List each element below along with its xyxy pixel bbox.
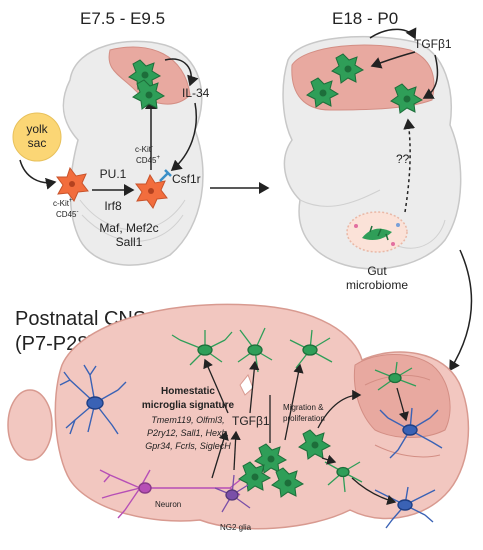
gut-label: Gut [367, 264, 387, 278]
amoeboid-microglia-2 [298, 429, 332, 460]
ckit-neg-label: c-Kit- [135, 144, 153, 154]
green-microglia-right-bottom [324, 461, 363, 493]
sall1-label: Sall1 [116, 235, 143, 249]
il34-loop-arrow [164, 58, 199, 87]
ng2-glia-cell [214, 474, 251, 513]
postnatal-brain [7, 303, 470, 530]
signature-title-1: Homestatic [161, 386, 215, 397]
green-to-blue-arrow-2 [351, 477, 397, 506]
svg-text:yolk: yolk [26, 122, 48, 136]
microglia-late-3 [390, 83, 424, 114]
amoeboid-microglia-4 [238, 461, 272, 492]
signature-title-2: microglia signature [142, 400, 235, 411]
svg-text:sac: sac [28, 136, 47, 150]
il34-label: IL-34 [182, 86, 210, 100]
amoeboid-to-right-arrow [317, 389, 362, 429]
il34-to-csf1r-arrow [170, 102, 197, 171]
yolk-sac: yolk sac [12, 112, 62, 162]
maf-mef2c-label: Maf, Mef2c [99, 221, 158, 235]
migration-label-2: proliferation [283, 414, 325, 423]
microbiome-label: microbiome [346, 278, 408, 292]
tgfb-to-cell-arrow-a [370, 51, 416, 69]
irf8-label: Irf8 [104, 199, 122, 213]
signature-genes-1: Tmem119, Olfml3, [151, 415, 224, 425]
tgfb-late-label: TGFβ1 [414, 37, 452, 51]
neuron-label: Neuron [155, 500, 181, 509]
microglia-late-2 [306, 77, 340, 108]
csf1r-label: Csf1r [172, 172, 201, 186]
ckit-pos-label: c-Kit+ [53, 198, 73, 208]
early-embryo [62, 40, 204, 266]
amoeboid-microglia-3 [271, 467, 305, 498]
ramified-microglia-right-top [379, 407, 443, 459]
ng2-to-tgfb-arrow [230, 430, 241, 471]
green-microglia-top-2 [237, 327, 273, 373]
signature-genes-2: P2ry12, Sall1, Hexb, [147, 428, 229, 438]
signature-genes-3: Gpr34, Fcrls, SiglecH [145, 441, 231, 451]
tgfb-loop-arrow [369, 27, 417, 40]
ramified-microglia-left [59, 364, 127, 435]
early-stage-title: E7.5 - E9.5 [80, 9, 165, 28]
ng2-label: NG2 glia [220, 523, 252, 532]
microglia-early-2 [132, 79, 166, 110]
green-microglia-top-1 [171, 330, 233, 366]
green-to-blue-arrow-1 [396, 387, 409, 422]
tgfb-to-cell-arrow-b [422, 54, 439, 99]
green-microglia-right-top [374, 361, 417, 391]
tgfb-to-microglia-arrow [249, 360, 260, 414]
pu1-label: PU.1 [100, 167, 127, 181]
amoeboid-to-bottom-arrow [321, 454, 337, 465]
microglia-late-1 [331, 53, 365, 84]
amoeboid-microglia-1 [254, 443, 288, 474]
yolk-to-progenitor-arrow [19, 159, 57, 190]
amoeboid-to-top-arrow [269, 365, 300, 443]
neuron-to-tgfb-arrow [211, 430, 229, 479]
tgfb-to-signature-arrow [203, 358, 229, 414]
cd45-neg-label: CD45- [56, 209, 78, 219]
gut-microbiome-icon [346, 211, 408, 253]
cd45-pos-label: CD45+ [136, 155, 160, 165]
migration-label-1: Migration & [283, 403, 324, 412]
late-to-postnatal-arrow [449, 249, 473, 372]
unknown-signal-label: ?? [396, 152, 410, 166]
late-stage-title: E18 - P0 [332, 9, 398, 28]
ramified-microglia-right-bottom [374, 486, 436, 529]
tgfb-postnatal-label: TGFβ1 [232, 414, 270, 428]
csf1r-receptor-icon [159, 169, 172, 182]
